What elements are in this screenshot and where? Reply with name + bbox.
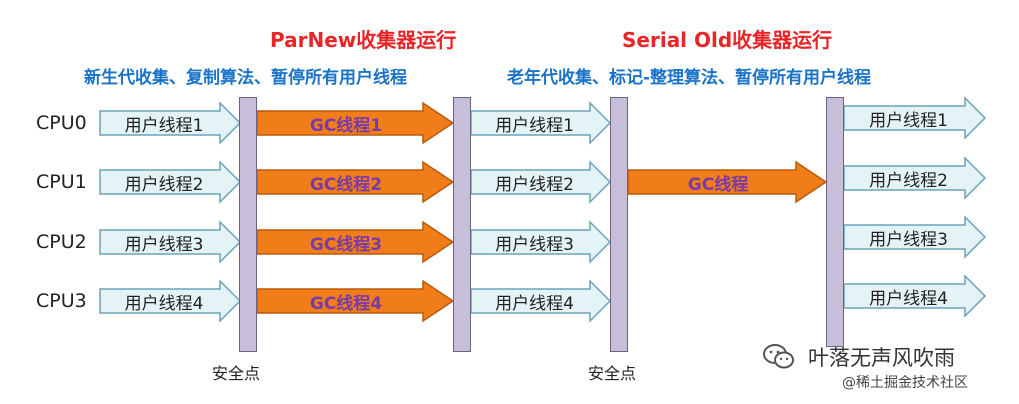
gc-thread-2-shape (256, 160, 455, 204)
user-thread-after-4-label: 用户线程4 (869, 288, 948, 309)
user-thread-mid-1-label: 用户线程1 (495, 115, 574, 136)
gc-thread-3-label: GC线程3 (309, 234, 383, 255)
safepoint-bar (453, 97, 471, 352)
user-thread-mid-2-label: 用户线程2 (495, 174, 574, 195)
user-thread-1-shape (99, 101, 242, 145)
gc-thread-1-label: GC线程1 (309, 115, 383, 136)
gc-thread-2-arrow (256, 160, 455, 204)
user-thread-2-shape (99, 160, 242, 204)
safepoint-label: 安全点 (212, 364, 261, 383)
user-thread-after-3-label: 用户线程3 (869, 229, 948, 250)
gc-thread-4-label: GC线程4 (309, 293, 383, 314)
user-thread-4-shape (99, 279, 242, 323)
cpu-label: CPU2 (36, 231, 87, 253)
user-thread-mid-4-arrow (470, 279, 612, 323)
gc-thread-4-arrow (256, 279, 455, 323)
user-thread-mid-2-shape (470, 160, 612, 204)
cpu-label: CPU3 (36, 290, 87, 312)
user-thread-mid-3-arrow (470, 220, 612, 264)
user-thread-after-3-arrow (843, 215, 987, 259)
user-thread-after-4-shape (843, 274, 987, 318)
user-thread-mid-2-arrow (470, 160, 612, 204)
cpu-label: CPU0 (36, 112, 87, 134)
wechat-icon (763, 344, 794, 369)
gc-thread-1-arrow (256, 101, 455, 145)
cpu-label: CPU1 (36, 171, 87, 193)
user-thread-after-2-label: 用户线程2 (869, 170, 948, 191)
user-thread-2-label: 用户线程2 (124, 174, 204, 195)
user-thread-mid-3-shape (470, 220, 612, 264)
user-thread-after-1-label: 用户线程1 (869, 110, 948, 131)
gc-thread-2-label: GC线程2 (309, 174, 383, 195)
user-thread-3-arrow (99, 220, 242, 264)
safepoint-bar (610, 97, 628, 352)
serial-gc-thread-shape (627, 160, 828, 204)
gc-thread-1-shape (256, 101, 455, 145)
gc-thread-3-shape (256, 220, 455, 264)
parnew-description: 新生代收集、复制算法、暂停所有用户线程 (84, 68, 407, 88)
user-thread-after-1-shape (843, 96, 987, 140)
user-thread-after-3-shape (843, 215, 987, 259)
gc-thread-4-shape (256, 279, 455, 323)
watermark-sub: @稀土掘金技术社区 (842, 375, 968, 391)
user-thread-after-1-arrow (843, 96, 987, 140)
user-thread-mid-4-label: 用户线程4 (495, 293, 574, 314)
user-thread-after-2-shape (843, 156, 987, 200)
serial-gc-thread-label: GC线程 (687, 174, 749, 195)
user-thread-mid-3-label: 用户线程3 (495, 234, 574, 255)
user-thread-after-4-arrow (843, 274, 987, 318)
user-thread-mid-4-shape (470, 279, 612, 323)
parnew-title: ParNew收集器运行 (270, 28, 457, 52)
user-thread-1-arrow (99, 101, 242, 145)
serial-old-title: Serial Old收集器运行 (622, 28, 833, 52)
user-thread-4-arrow (99, 279, 242, 323)
user-thread-4-label: 用户线程4 (124, 293, 204, 314)
safepoint-bar (239, 97, 257, 352)
user-thread-1-label: 用户线程1 (124, 115, 204, 136)
serial-old-description: 老年代收集、标记-整理算法、暂停所有用户线程 (507, 68, 872, 88)
user-thread-mid-1-arrow (470, 101, 612, 145)
user-thread-2-arrow (99, 160, 242, 204)
safepoint-bar (826, 97, 844, 347)
serial-gc-thread-arrow (627, 160, 828, 204)
user-thread-3-shape (99, 220, 242, 264)
watermark-main: 叶落无声风吹雨 (808, 346, 955, 370)
gc-thread-3-arrow (256, 220, 455, 264)
user-thread-3-label: 用户线程3 (124, 234, 204, 255)
safepoint-label: 安全点 (588, 364, 637, 383)
user-thread-mid-1-shape (470, 101, 612, 145)
user-thread-after-2-arrow (843, 156, 987, 200)
